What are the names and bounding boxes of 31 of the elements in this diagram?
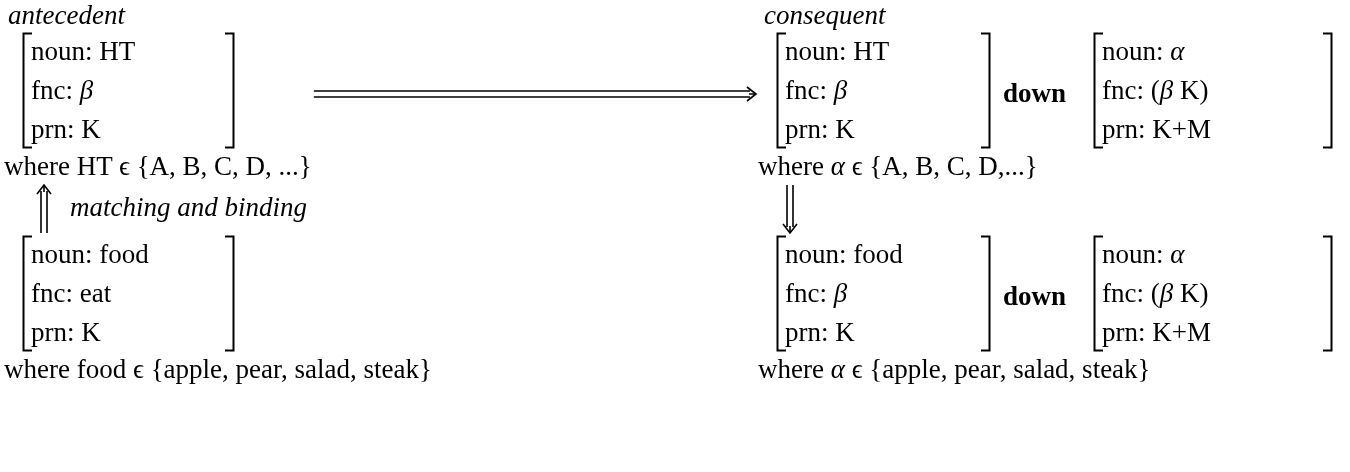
feature-structure: [4, 235, 432, 386]
constraint-text: where food ϵ {apple, pear, salad, steak}: [4, 353, 432, 386]
attribute-line: prn: K+M: [1102, 113, 1212, 146]
attribute-line: fnc: β: [31, 74, 95, 107]
constraint-text: where HT ϵ {A, B, C, D, ...}: [4, 150, 312, 183]
attribute-line: fnc: (β K): [1102, 277, 1210, 310]
attribute-line: noun: α: [1102, 35, 1186, 68]
attribute-line: prn: K: [31, 316, 102, 349]
attribute-line: noun: food: [31, 238, 150, 271]
column-heading: antecedent: [8, 0, 125, 31]
relation-word: down: [1003, 78, 1067, 109]
constraint-text: where α ϵ {apple, pear, salad, steak}: [758, 353, 1151, 386]
edge-label: matching and binding: [70, 192, 307, 223]
attribute-line: fnc: β: [785, 277, 849, 310]
attribute-line: noun: food: [785, 238, 904, 271]
constraint-text: where α ϵ {A, B, C, D,...}: [758, 150, 1038, 183]
attribute-line: prn: K: [31, 113, 102, 146]
attribute-line: noun: HT: [31, 35, 137, 68]
double-arrow: [36, 184, 52, 234]
attribute-line: prn: K: [785, 316, 856, 349]
attribute-line: fnc: (β K): [1102, 74, 1210, 107]
double-arrow: [782, 184, 798, 234]
attribute-line: prn: K: [785, 113, 856, 146]
double-arrow: [313, 86, 757, 102]
relation-word: down: [1003, 281, 1067, 312]
attribute-line: noun: HT: [785, 35, 891, 68]
attribute-line: noun: α: [1102, 238, 1186, 271]
attribute-line: fnc: eat: [31, 277, 113, 310]
column-heading: consequent: [764, 0, 886, 31]
attribute-line: prn: K+M: [1102, 316, 1212, 349]
attribute-line: fnc: β: [785, 74, 849, 107]
